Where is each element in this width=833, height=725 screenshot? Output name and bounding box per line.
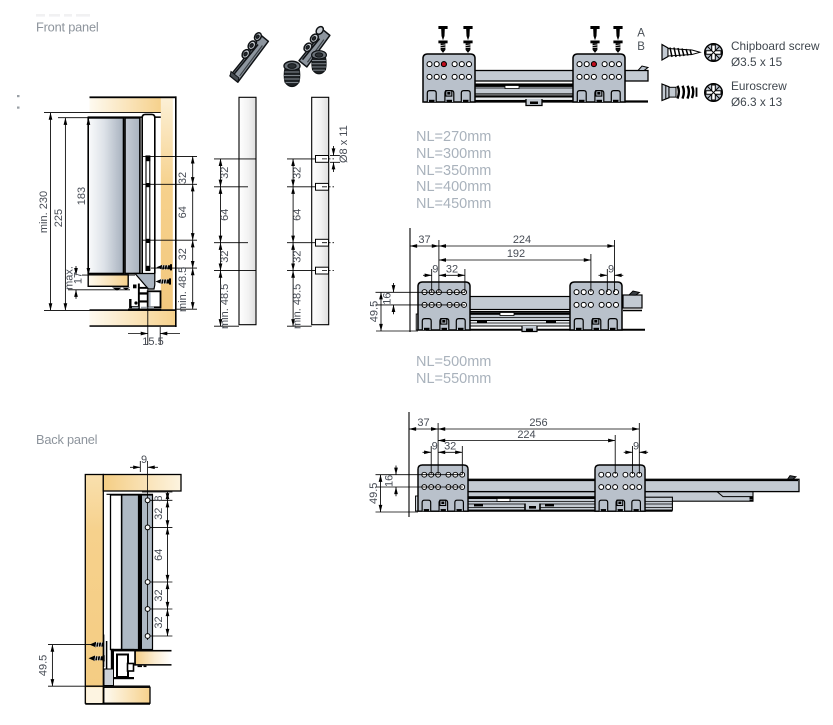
svg-text:min. 48.5: min. 48.5 <box>219 284 231 329</box>
svg-text:16: 16 <box>384 475 396 487</box>
svg-text:32: 32 <box>153 616 165 628</box>
svg-text:Chipboard screw: Chipboard screw <box>731 39 820 53</box>
svg-text:32: 32 <box>219 250 231 262</box>
svg-text:NL=550mm: NL=550mm <box>416 371 491 387</box>
svg-text:32: 32 <box>153 589 165 601</box>
svg-text:max.: max. <box>64 266 76 290</box>
svg-text:49.5: 49.5 <box>368 483 380 504</box>
svg-text:Back panel: Back panel <box>36 432 97 447</box>
svg-text:9: 9 <box>608 263 614 275</box>
svg-text:Ø6.3 x 13: Ø6.3 x 13 <box>731 95 783 109</box>
svg-text:NL=300mm: NL=300mm <box>416 146 491 162</box>
svg-text:Ø3.5 x 15: Ø3.5 x 15 <box>731 55 783 69</box>
svg-text:49.5: 49.5 <box>369 301 381 322</box>
svg-text:192: 192 <box>507 248 525 260</box>
svg-text:224: 224 <box>513 234 531 246</box>
svg-text:32: 32 <box>219 167 231 179</box>
svg-text:32: 32 <box>444 440 456 452</box>
svg-text:37: 37 <box>417 417 429 429</box>
svg-text:32: 32 <box>446 263 458 275</box>
svg-text:NL=400mm: NL=400mm <box>416 179 491 195</box>
svg-text:224: 224 <box>517 429 535 441</box>
svg-text:225: 225 <box>53 209 65 227</box>
svg-text:9: 9 <box>432 263 438 275</box>
svg-text:49.5: 49.5 <box>38 655 50 676</box>
svg-text:Euroscrew: Euroscrew <box>731 79 787 93</box>
svg-text:64: 64 <box>219 209 231 221</box>
svg-text:9: 9 <box>141 454 147 466</box>
svg-text:32: 32 <box>292 167 304 179</box>
svg-text:64: 64 <box>153 549 165 561</box>
svg-text:min. 48.5: min. 48.5 <box>292 284 304 329</box>
svg-text:256: 256 <box>529 417 547 429</box>
svg-text:32: 32 <box>292 250 304 262</box>
svg-text:B: B <box>637 41 645 53</box>
svg-text:NL=500mm: NL=500mm <box>416 354 491 370</box>
svg-text:A: A <box>637 28 645 40</box>
svg-text:Ø8 x 11: Ø8 x 11 <box>338 125 350 163</box>
svg-text:17: 17 <box>73 272 85 284</box>
svg-text:32: 32 <box>177 172 189 184</box>
svg-text:9: 9 <box>432 440 438 452</box>
svg-text:183: 183 <box>76 187 88 205</box>
svg-text:32: 32 <box>153 508 165 520</box>
svg-text:16: 16 <box>382 292 394 304</box>
svg-text:8: 8 <box>153 495 165 501</box>
svg-text:9: 9 <box>633 440 639 452</box>
svg-text:64: 64 <box>177 206 189 218</box>
svg-text:NL=450mm: NL=450mm <box>416 196 491 212</box>
svg-text:min. 230: min. 230 <box>38 191 50 233</box>
svg-text:32: 32 <box>177 248 189 260</box>
svg-text:min. 48.5: min. 48.5 <box>177 267 189 312</box>
svg-text:Front panel: Front panel <box>36 20 99 35</box>
svg-text:15.5: 15.5 <box>142 336 163 348</box>
svg-text:NL=270mm: NL=270mm <box>416 129 491 145</box>
svg-text:64: 64 <box>292 209 304 221</box>
svg-text:37: 37 <box>418 234 430 246</box>
svg-text:NL=350mm: NL=350mm <box>416 163 491 179</box>
